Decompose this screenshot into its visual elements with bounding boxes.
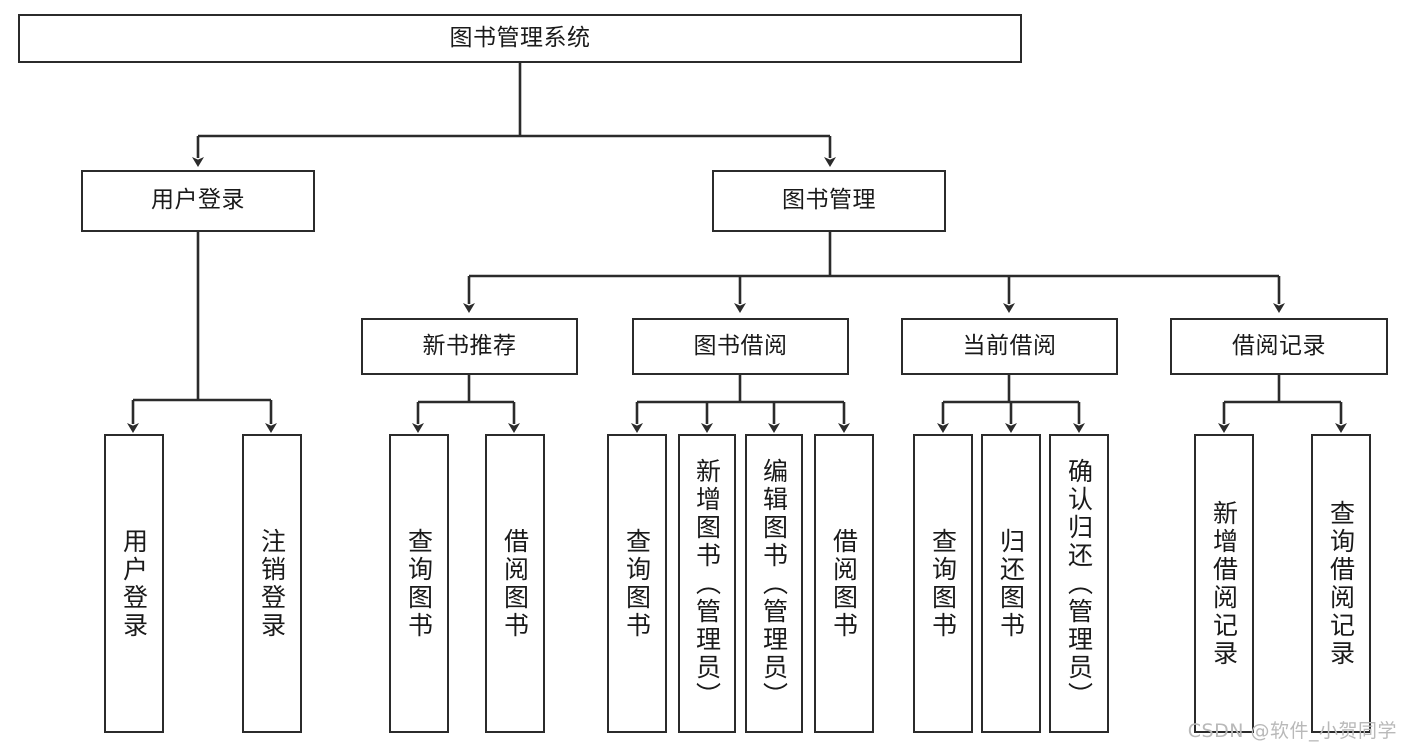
leaf-logout[interactable]: 注销登录: [242, 434, 302, 733]
node-label: 注销登录: [257, 527, 287, 640]
node-book-management[interactable]: 图书管理: [712, 170, 946, 232]
node-root-system[interactable]: 图书管理系统: [18, 14, 1022, 63]
node-new-book-recommend[interactable]: 新书推荐: [361, 318, 578, 375]
node-label: 当前借阅: [962, 332, 1057, 359]
leaf-newbook-query-book[interactable]: 查询图书: [389, 434, 449, 733]
leaf-borrow-borrow-book[interactable]: 借阅图书: [814, 434, 874, 733]
node-label: 编辑图书（管理员）: [759, 457, 789, 710]
node-label: 用户登录: [119, 527, 149, 640]
node-label: 借阅记录: [1232, 332, 1326, 359]
leaf-record-query-record[interactable]: 查询借阅记录: [1311, 434, 1371, 733]
leaf-borrow-query-book[interactable]: 查询图书: [607, 434, 667, 733]
node-label: 查询图书: [622, 527, 652, 640]
node-label: 图书借阅: [693, 332, 788, 359]
node-user-login[interactable]: 用户登录: [81, 170, 315, 232]
node-label: 新增图书（管理员）: [692, 457, 722, 710]
leaf-user-login[interactable]: 用户登录: [104, 434, 164, 733]
leaf-borrow-add-book-admin[interactable]: 新增图书（管理员）: [678, 434, 736, 733]
leaf-current-confirm-return-admin[interactable]: 确认归还（管理员）: [1049, 434, 1109, 733]
node-label: 查询借阅记录: [1326, 499, 1356, 668]
node-label: 借阅图书: [829, 527, 859, 640]
leaf-newbook-borrow-book[interactable]: 借阅图书: [485, 434, 545, 733]
node-label: 查询图书: [404, 527, 434, 640]
node-label: 归还图书: [996, 527, 1026, 640]
leaf-current-return-book[interactable]: 归还图书: [981, 434, 1041, 733]
node-label: 图书管理系统: [449, 24, 591, 51]
watermark-text: CSDN @软件_小贺同学: [1187, 720, 1397, 742]
node-current-borrow[interactable]: 当前借阅: [901, 318, 1118, 375]
node-label: 确认归还（管理员）: [1064, 457, 1094, 710]
node-label: 图书管理: [782, 187, 876, 214]
leaf-current-query-book[interactable]: 查询图书: [913, 434, 973, 733]
node-book-borrow[interactable]: 图书借阅: [632, 318, 849, 375]
leaf-borrow-edit-book-admin[interactable]: 编辑图书（管理员）: [745, 434, 803, 733]
node-borrow-record[interactable]: 借阅记录: [1170, 318, 1388, 375]
node-label: 新书推荐: [422, 332, 517, 359]
node-label: 借阅图书: [500, 527, 530, 640]
node-label: 查询图书: [928, 527, 958, 640]
node-label: 用户登录: [151, 187, 245, 214]
leaf-record-add-record[interactable]: 新增借阅记录: [1194, 434, 1254, 733]
node-label: 新增借阅记录: [1209, 499, 1239, 668]
